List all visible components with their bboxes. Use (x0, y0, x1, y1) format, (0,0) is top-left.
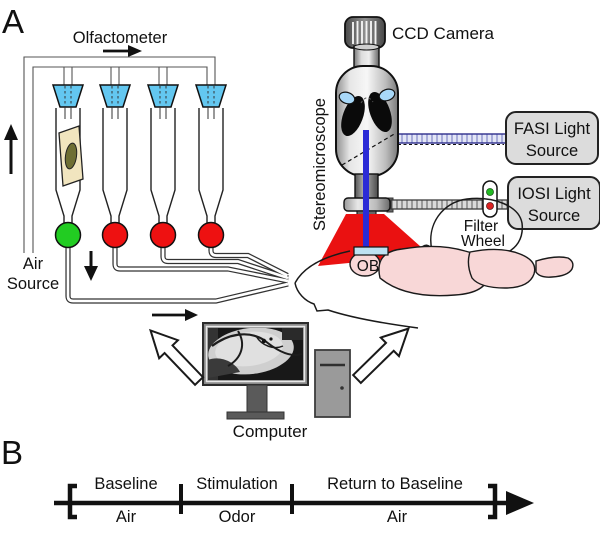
filter-red-dot (486, 202, 494, 210)
valve-3-closed (149, 221, 177, 249)
vessel-image (208, 328, 303, 380)
olfactometer: Olfactometer Air Source (4, 29, 289, 321)
panel-b-label: B (1, 434, 23, 471)
cerebellum (467, 248, 536, 289)
air-manifold (23, 56, 216, 253)
funnel-3 (146, 84, 180, 108)
trial-timeline: Baseline Stimulation Return to Baseline … (54, 475, 534, 526)
tubing-fan (65, 246, 289, 304)
imaging-beam (363, 130, 369, 252)
computer: Computer (202, 322, 351, 441)
funnel-1 (51, 84, 85, 108)
phase-3-stimulus: Air (387, 508, 408, 526)
cranial-window (353, 246, 389, 256)
funnel-inner-tubes (64, 86, 215, 119)
mouse-brain (349, 245, 574, 297)
timeline-end-bracket (488, 483, 498, 520)
timeline-start-bracket (67, 483, 77, 520)
ob-label: OB (357, 258, 379, 275)
brainstem (535, 256, 574, 278)
computer-label: Computer (233, 422, 308, 441)
ccd-camera (344, 16, 386, 69)
air-source-label-line2: Source (7, 275, 59, 293)
olfactometer-title: Olfactometer (73, 29, 168, 47)
iosi-label-line1: IOSI Light (517, 185, 591, 203)
computer-tower (314, 349, 351, 418)
fasi-fiber (396, 133, 507, 144)
odor-tubes (55, 108, 224, 224)
eyepieces (338, 88, 396, 137)
iosi-label-line2: Source (528, 207, 580, 225)
air-source-label-line1: Air (23, 255, 44, 273)
data-flow-arrow-left (149, 328, 205, 387)
power-button (340, 386, 344, 390)
funnels (51, 84, 228, 108)
monitor-stand (246, 384, 268, 413)
fasi-label-line2: Source (526, 142, 578, 160)
light-sources: FASI Light Source IOSI Light Source Filt… (386, 111, 600, 250)
mouse-ear (430, 197, 524, 255)
phase-1-name: Baseline (94, 475, 157, 493)
fasi-label-line1: FASI Light (514, 120, 591, 138)
filter-green-dot (486, 188, 494, 196)
funnel-2 (98, 84, 132, 108)
mouse-jaw (294, 282, 419, 329)
flow-arrow-down (84, 251, 98, 281)
phase-1-stimulus: Air (116, 508, 137, 526)
odor-cartridge (58, 125, 84, 187)
eyepiece-lens-right (378, 88, 396, 102)
valve-4-closed (197, 221, 225, 249)
timeline-arrowhead (506, 491, 534, 515)
phase-2-stimulus: Odor (219, 508, 256, 526)
eyepiece-lens-left (338, 91, 356, 105)
valves (54, 221, 225, 249)
flow-arrow-right (152, 309, 198, 321)
valve-1-open (54, 221, 82, 249)
data-flow-arrow-right (351, 327, 411, 385)
stereomicroscope-label: Stereomicroscope (311, 98, 329, 231)
panel-a-label: A (2, 3, 24, 40)
stereomicroscope: CCD Camera Stereomicroscope (311, 16, 495, 231)
filter-wheel-label-line2: Wheel (461, 233, 505, 250)
iosi-light-source-box (507, 176, 600, 230)
mouse-snout-top (294, 250, 351, 284)
fasi-light-source-box (505, 111, 599, 165)
filter-wheel-label-line1: Filter (464, 218, 498, 235)
phase-3-name: Return to Baseline (327, 475, 463, 493)
air-source-arrow-up (4, 124, 18, 174)
phase-2-name: Stimulation (196, 475, 278, 493)
olfactometer-flow-arrow (103, 45, 142, 57)
ccd-camera-label: CCD Camera (392, 24, 495, 43)
valve-2-closed (101, 221, 129, 249)
monitor-base (226, 411, 285, 420)
funnel-4 (194, 84, 228, 108)
